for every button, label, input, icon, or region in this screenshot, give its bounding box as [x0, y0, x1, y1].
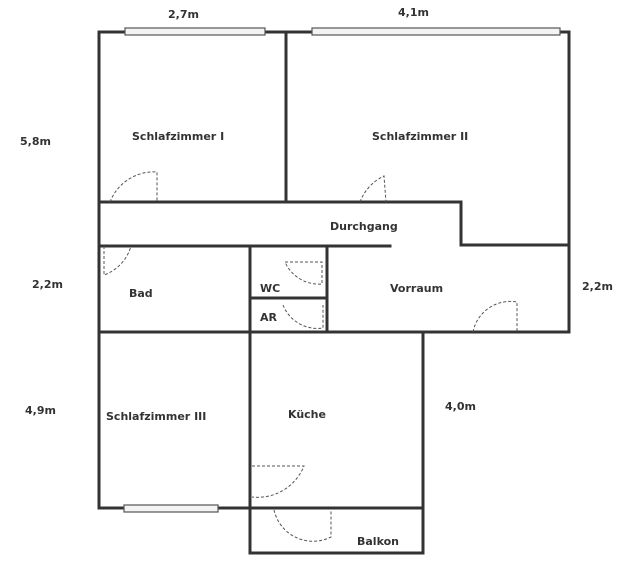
dim-left-lower: 4,9m: [25, 404, 56, 417]
dim-left-middle: 2,2m: [32, 278, 63, 291]
dim-right-middle: 2,2m: [582, 280, 613, 293]
room-bad: Bad: [129, 287, 153, 300]
window: [124, 27, 266, 36]
room-ar: AR: [260, 311, 278, 324]
doors: [103, 171, 518, 542]
room-durchgang: Durchgang: [330, 220, 398, 233]
room-labels: Schlafzimmer I Schlafzimmer II Durchgang…: [106, 130, 468, 548]
room-kueche: Küche: [288, 408, 326, 421]
windows: [123, 27, 561, 513]
window: [123, 504, 219, 513]
dim-left-upper: 5,8m: [20, 135, 51, 148]
dim-top-left: 2,7m: [168, 8, 199, 21]
room-wc: WC: [260, 282, 280, 295]
room-vorraum: Vorraum: [390, 282, 443, 295]
dim-right-lower: 4,0m: [445, 400, 476, 413]
room-schlafzimmer-3: Schlafzimmer III: [106, 410, 206, 423]
room-schlafzimmer-1: Schlafzimmer I: [132, 130, 224, 143]
window: [311, 27, 561, 36]
room-balkon: Balkon: [357, 535, 399, 548]
room-schlafzimmer-2: Schlafzimmer II: [372, 130, 468, 143]
dimension-labels: 2,7m 4,1m 5,8m 2,2m 4,9m 2,2m 4,0m: [20, 6, 613, 417]
dim-top-right: 4,1m: [398, 6, 429, 19]
walls: [97, 30, 571, 555]
